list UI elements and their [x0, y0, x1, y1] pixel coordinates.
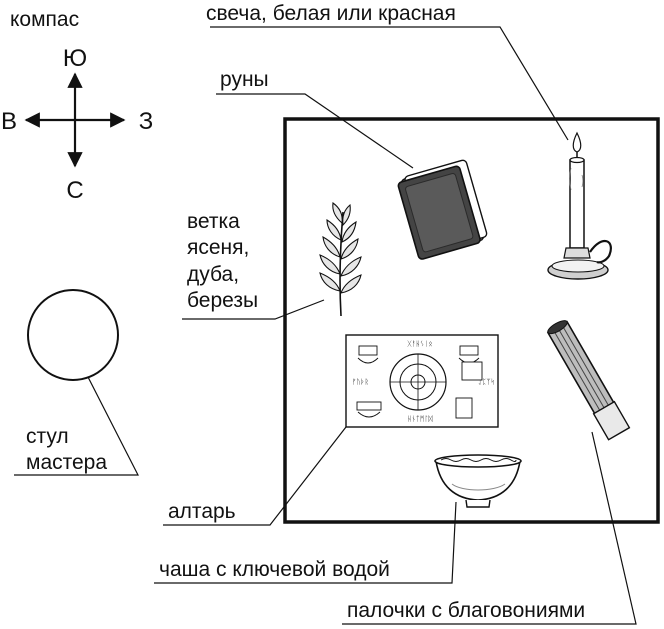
runes-label: руны	[220, 68, 269, 91]
altar-cloth-icon: ᚷᚨᚺᛊᛁᛟ ᚺᚾᛏᛗᛚᛞ ᚠᚢᚦᚱ ᛇᛈᛉᛋ	[345, 334, 499, 428]
compass: компас Ю С В З	[1, 8, 153, 204]
compass-north-label: Ю	[63, 45, 87, 72]
compass-south-label: С	[66, 177, 83, 204]
branch-label-line-3: дуба,	[187, 263, 239, 286]
incense-label: палочки с благовониями	[347, 599, 585, 622]
bowl-icon	[434, 454, 522, 508]
chair-icon	[27, 289, 119, 381]
branch-label-line-2: ясеня,	[187, 236, 249, 259]
candle-label: свеча, белая или красная	[206, 2, 456, 25]
runes-leader	[216, 93, 414, 169]
chair-label-line-2: мастера	[26, 451, 107, 474]
bowl-leader	[154, 501, 457, 584]
incense-leader	[342, 431, 637, 625]
compass-west-label: В	[1, 108, 17, 135]
rune-cards-icon	[397, 159, 488, 260]
leaf-branch-icon	[319, 202, 362, 317]
compass-east-label: З	[139, 108, 154, 135]
incense-bundle-icon	[546, 320, 631, 441]
branch-label-line-1: ветка	[187, 210, 240, 233]
candle-icon	[547, 131, 612, 280]
svg-text:ᚺᚾᛏᛗᛚᛞ: ᚺᚾᛏᛗᛚᛞ	[407, 415, 433, 423]
altar-frame	[283, 117, 660, 524]
bowl-label: чаша с ключевой водой	[159, 558, 390, 581]
altar-leader	[163, 426, 347, 526]
branch-label-line-4: березы	[187, 289, 258, 312]
svg-text:ᚠᚢᚦᚱ: ᚠᚢᚦᚱ	[352, 378, 369, 386]
compass-title: компас	[10, 8, 79, 31]
svg-text:ᚷᚨᚺᛊᛁᛟ: ᚷᚨᚺᛊᛁᛟ	[407, 340, 432, 348]
candle-leader	[210, 26, 569, 141]
altar-label: алтарь	[168, 500, 236, 523]
chair-leader	[14, 376, 139, 476]
branch-leader	[182, 299, 325, 320]
svg-text:ᛇᛈᛉᛋ: ᛇᛈᛉᛋ	[478, 378, 495, 386]
chair-label-line-1: стул	[26, 425, 69, 448]
